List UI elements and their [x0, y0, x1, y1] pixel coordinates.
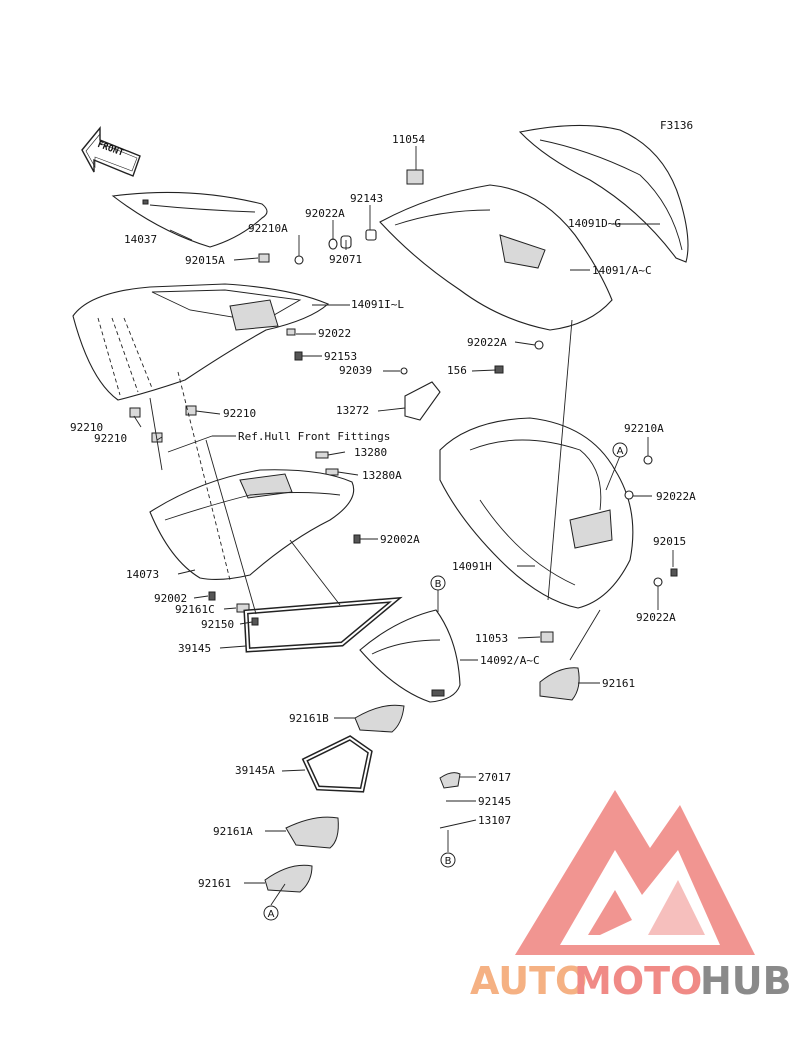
part-92002A-bolt	[353, 534, 361, 544]
label-92210A-2: 92210A	[624, 422, 664, 435]
label-92015: 92015	[653, 535, 686, 548]
label-92145: 92145	[478, 795, 511, 808]
part-13272-bracket	[404, 381, 441, 421]
part-14091IL-panel	[72, 283, 330, 401]
part-92161-pad-2	[264, 864, 313, 893]
part-92002-bolt	[208, 591, 216, 601]
label-27017: 27017	[478, 771, 511, 784]
part-39145-seal	[243, 596, 403, 653]
label-13107: 13107	[478, 814, 511, 827]
svg-text:A: A	[268, 909, 275, 920]
leader-lines	[133, 146, 674, 906]
label-92161-1: 92161	[602, 677, 635, 690]
part-14091DG-panel	[518, 124, 689, 263]
part-14073-deck	[149, 469, 355, 581]
label-92153: 92153	[324, 350, 357, 363]
part-92210A-screw	[294, 255, 304, 265]
label-14091AC: 14091/A~C	[592, 264, 652, 277]
label-92210A-1: 92210A	[248, 222, 288, 235]
part-92161-pad	[539, 667, 580, 701]
part-92015-bolt	[670, 568, 678, 577]
part-92022A-washer-3	[624, 490, 634, 500]
part-92015A-clip	[258, 253, 270, 263]
callout-A-bottom: A	[263, 905, 279, 921]
part-92161C-pad	[236, 603, 250, 613]
part-156-bolt	[494, 365, 504, 374]
callout-B-top: B	[430, 575, 446, 591]
part-92022A-washer-2	[534, 340, 544, 350]
label-92002A: 92002A	[380, 533, 420, 546]
watermark-moto: MOTO	[574, 959, 702, 1003]
part-92210-clip-2	[185, 405, 197, 416]
label-ref-hull: Ref.Hull Front Fittings	[238, 430, 390, 443]
label-92022A-3: 92022A	[656, 490, 696, 503]
label-13272: 13272	[336, 404, 369, 417]
label-92210-1: 92210	[223, 407, 256, 420]
label-92022: 92022	[318, 327, 351, 340]
part-92039-screw	[400, 367, 408, 375]
part-14037-cover	[111, 191, 268, 248]
watermark-logo	[515, 790, 755, 955]
part-92161A-pad	[285, 816, 339, 849]
part-labels: 11054 92143 92022A 92210A 92071 14037 92…	[70, 133, 696, 890]
part-92022A-washer-4	[653, 577, 663, 587]
svg-text:B: B	[445, 856, 452, 867]
label-92022A-2: 92022A	[467, 336, 507, 349]
svg-text:B: B	[435, 579, 442, 590]
label-14091DG: 14091D~G	[568, 217, 621, 230]
svg-text:A: A	[617, 446, 624, 457]
part-92210-clip-1	[129, 407, 141, 418]
label-39145A: 39145A	[235, 764, 275, 777]
label-92002: 92002	[154, 592, 187, 605]
part-27017-plug	[439, 772, 461, 789]
label-13280: 13280	[354, 446, 387, 459]
part-14092AC-cover	[359, 609, 461, 703]
label-39145: 39145	[178, 642, 211, 655]
label-92143: 92143	[350, 192, 383, 205]
part-39145A-seal	[301, 735, 373, 793]
label-92022A-4: 92022A	[636, 611, 676, 624]
label-14091IL: 14091I~L	[351, 298, 404, 311]
label-14092AC: 14092/A~C	[480, 654, 540, 667]
label-14037: 14037	[124, 233, 157, 246]
front-arrow: FRONT	[81, 126, 141, 177]
label-92161B: 92161B	[289, 712, 329, 725]
part-92143-collar	[365, 229, 377, 241]
label-92150: 92150	[201, 618, 234, 631]
label-92161A: 92161A	[213, 825, 253, 838]
part-14091H-housing	[439, 417, 634, 609]
label-11053: 11053	[475, 632, 508, 645]
part-92153-bolt	[294, 351, 303, 361]
label-92161C: 92161C	[175, 603, 215, 616]
part-14091AC-panel	[379, 184, 613, 331]
watermark-auto: AUTO	[470, 959, 587, 1003]
label-13280A: 13280A	[362, 469, 402, 482]
callout-B-bottom: B	[440, 852, 456, 868]
label-92015A: 92015A	[185, 254, 225, 267]
label-92210-3: 92210	[94, 432, 127, 445]
label-92039: 92039	[339, 364, 372, 377]
label-156: 156	[447, 364, 467, 377]
label-92071: 92071	[329, 253, 362, 266]
part-92150-bolt	[251, 617, 259, 626]
label-92210-2: 92210	[70, 421, 103, 434]
label-14091H: 14091H	[452, 560, 492, 573]
part-92022A-washer	[328, 238, 338, 250]
part-92161B-pad	[354, 704, 405, 733]
part-92210A-screw-2	[643, 455, 653, 465]
watermark-hub: HUB	[700, 959, 792, 1003]
part-92022-washer	[286, 328, 296, 336]
figure-code: F3136	[660, 119, 693, 132]
part-13280-plate	[315, 451, 329, 459]
part-11054-nut	[406, 169, 424, 185]
label-11054: 11054	[392, 133, 425, 146]
callout-A-top: A	[612, 442, 628, 458]
label-92161-2: 92161	[198, 877, 231, 890]
part-11053-nut	[540, 631, 554, 643]
label-14073: 14073	[126, 568, 159, 581]
label-92022A-1: 92022A	[305, 207, 345, 220]
